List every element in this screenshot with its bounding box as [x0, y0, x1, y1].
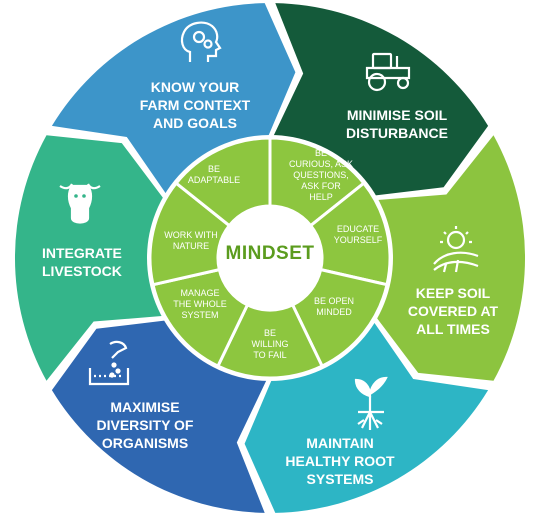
- cow-icon: [59, 183, 101, 224]
- ring-separator: [147, 135, 393, 381]
- segment-label-roots: MAINTAIN HEALTHY ROOT SYSTEMS: [285, 435, 395, 487]
- segment-label-soil-cover: KEEP SOIL COVERED AT ALL TIMES: [407, 285, 499, 337]
- head-gears-icon: [180, 21, 222, 62]
- segment-label-livestock: INTEGRATE LIVESTOCK: [42, 245, 122, 279]
- sun-field-icon: [433, 226, 479, 273]
- mindset-item-educate: EDUCATE YOURSELF: [333, 224, 383, 245]
- mindset-item-adaptable: BE ADAPTABLE: [187, 164, 241, 185]
- outer-segment-soil-disturbance: [272, 3, 489, 196]
- mindset-item-work-with-nature: WORK WITH NATURE: [164, 230, 218, 251]
- outer-segment-livestock: [14, 135, 165, 381]
- hand-soil-icon: [88, 340, 130, 386]
- outer-ring: [14, 3, 526, 513]
- outer-segment-farm: [51, 3, 296, 196]
- mindset-item-whole-system: MANAGE THE WHOLE SYSTEM: [173, 288, 227, 320]
- segment-label-farm: KNOW YOUR FARM CONTEXT AND GOALS: [139, 79, 251, 131]
- center-circle: [218, 206, 322, 310]
- outer-segment-organisms: [51, 320, 268, 513]
- segment-label-organisms: MAXIMISE DIVERSITY OF ORGANISMS: [96, 399, 194, 451]
- mindset-item-willing-to-fail: BE WILLING TO FAIL: [251, 328, 289, 360]
- center-label-mindset: MINDSET: [225, 243, 315, 264]
- outer-segment-roots: [244, 320, 489, 513]
- mindset-item-open-minded: BE OPEN MINDED: [313, 296, 354, 317]
- segment-label-soil-disturbance: MINIMISE SOIL DISTURBANCE: [346, 107, 448, 141]
- mindset-item-curious: BE CURIOUS, ASK QUESTIONS, ASK FOR HELP: [288, 148, 353, 202]
- inner-ring: [147, 135, 393, 381]
- sprout-roots-icon: [354, 376, 388, 430]
- outer-segment-soil-cover: [375, 135, 526, 381]
- tractor-icon: [365, 52, 411, 92]
